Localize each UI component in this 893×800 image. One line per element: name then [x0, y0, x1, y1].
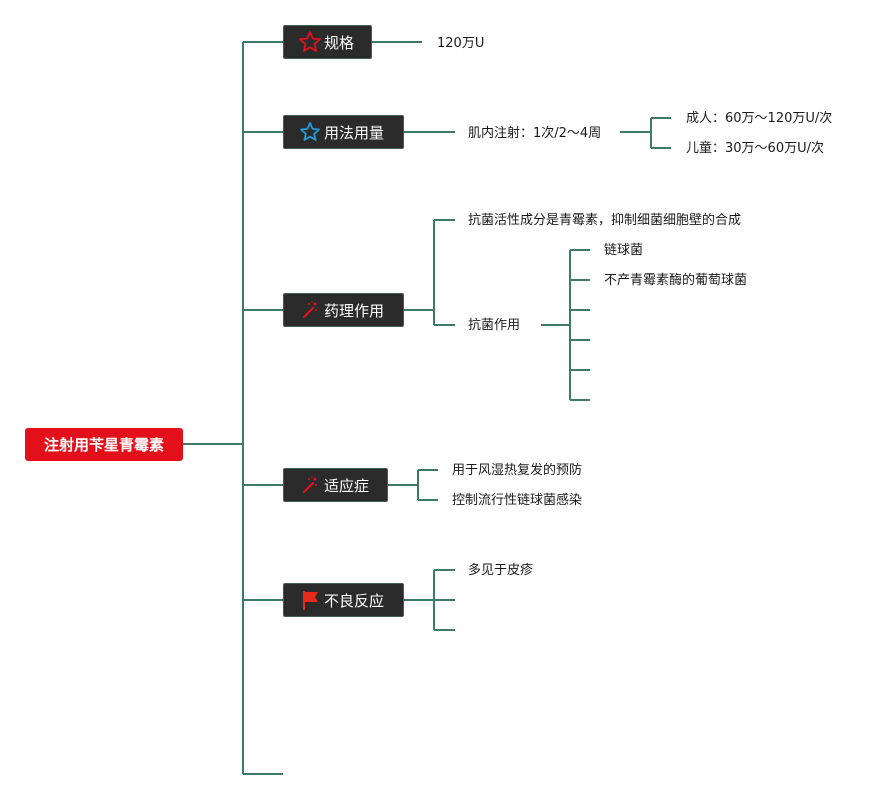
- leaf-pharm-2: 抗菌作用: [468, 318, 521, 333]
- leaf-usage-main: 肌内注射：1次/2～4周: [468, 126, 602, 141]
- leaf-pharm-1: 抗菌活性成分是青霉素，抑制细菌细胞壁的合成: [468, 213, 742, 228]
- branch-adverse-label: 不良反应: [324, 591, 385, 610]
- leaf-indication-1: 用于风湿热复发的预防: [452, 463, 583, 478]
- leaf-indication-2: 控制流行性链球菌感染: [452, 493, 583, 508]
- red-flag-icon: [298, 588, 322, 612]
- branch-spec[interactable]: 规格: [283, 25, 372, 59]
- star-outline-red-icon: [298, 30, 322, 54]
- branch-pharmacology-label: 药理作用: [324, 301, 385, 320]
- connector-adverse: [404, 569, 455, 631]
- connector-indication: [388, 469, 438, 501]
- branch-usage-label: 用法用量: [324, 123, 385, 142]
- leaf-pharm-2b: 不产青霉素酶的葡萄球菌: [604, 273, 748, 288]
- branch-pharmacology[interactable]: 药理作用: [283, 293, 404, 327]
- leaf-pharm-2a: 链球菌: [604, 243, 644, 258]
- connector-pharm: [404, 219, 455, 326]
- branch-spec-label: 规格: [324, 33, 355, 52]
- branch-usage[interactable]: 用法用量: [283, 115, 404, 149]
- magic-wand-icon: [298, 473, 322, 497]
- branch-indication-label: 适应症: [324, 476, 370, 495]
- leaf-spec: 120万U: [437, 36, 485, 51]
- root-label: 注射用苄星青霉素: [43, 436, 164, 454]
- leaf-adverse-1: 多见于皮疹: [468, 563, 534, 578]
- star-outline-blue-icon: [298, 120, 322, 144]
- leaf-usage-child: 儿童：30万～60万U/次: [686, 141, 824, 156]
- branch-adverse[interactable]: 不良反应: [283, 583, 404, 617]
- branch-indication[interactable]: 适应症: [283, 468, 388, 502]
- connector-usage-sub: [620, 117, 671, 149]
- leaf-usage-adult: 成人：60万～120万U/次: [686, 111, 833, 126]
- root-node[interactable]: 注射用苄星青霉素: [25, 428, 183, 461]
- magic-wand-icon: [298, 298, 322, 322]
- connector-pharm-sub: [541, 249, 590, 401]
